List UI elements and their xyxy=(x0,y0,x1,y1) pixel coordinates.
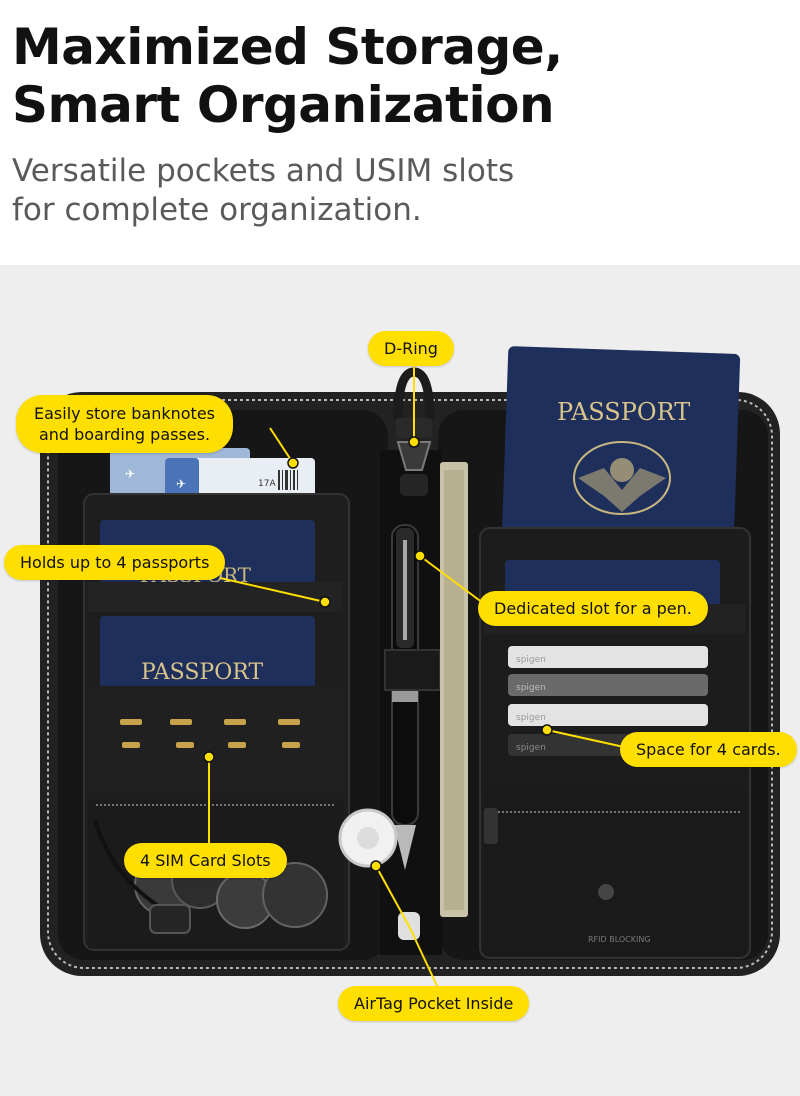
passport-lower-left xyxy=(100,616,315,688)
callout-banknotes-line-1: Easily store banknotes xyxy=(34,404,215,423)
rfid-label: RFID BLOCKING xyxy=(588,935,651,944)
headline-title-line-2: Smart Organization xyxy=(12,76,555,134)
pen-band xyxy=(392,690,418,702)
rfid-zip-pocket xyxy=(484,790,746,955)
sim-slot-panel xyxy=(88,686,343,791)
product-photo: ✈ ✈ 17A PASSPORT PASSPORT xyxy=(0,265,800,1096)
sim-card-slots xyxy=(120,719,300,748)
zipper-track xyxy=(47,399,773,969)
boarding-pass-front xyxy=(165,458,315,500)
barcode xyxy=(278,470,298,490)
passport-right-standing xyxy=(501,346,741,546)
callout-cards: Space for 4 cards. xyxy=(620,732,797,767)
plane-icon-front: ✈ xyxy=(176,477,186,491)
headline-title: Maximized Storage,Smart Organization xyxy=(12,18,792,134)
passport-lower-left-text: PASSPORT xyxy=(141,660,263,685)
callout-leader-lines xyxy=(208,362,625,989)
travel-wallet-illustration: ✈ ✈ 17A PASSPORT PASSPORT xyxy=(40,346,780,989)
svg-text:spigen: spigen xyxy=(516,655,546,665)
callout-d-ring: D-Ring xyxy=(368,331,454,366)
headline-subtitle-line-1: Versatile pockets and USIM slots xyxy=(12,153,515,189)
callout-banknotes: Easily store banknotes and boarding passe… xyxy=(16,395,233,453)
svg-text:spigen: spigen xyxy=(516,683,546,693)
rfid-zipper-pull xyxy=(484,808,498,844)
airtag-logo xyxy=(357,827,379,849)
spigen-logo-icon xyxy=(598,884,614,900)
passport-eagle-emblem-icon xyxy=(573,441,671,515)
zipper-pull xyxy=(149,904,191,934)
plane-icon: ✈ xyxy=(125,467,135,481)
ticket-code: 17A xyxy=(258,479,276,489)
zipper-pull-cord xyxy=(93,819,192,932)
callout-pen-slot: Dedicated slot for a pen. xyxy=(478,591,708,626)
pen-clip xyxy=(403,540,407,640)
headline-title-line-1: Maximized Storage, xyxy=(12,18,563,76)
banknotes-inner xyxy=(444,470,464,910)
svg-text:spigen: spigen xyxy=(516,743,546,753)
callout-airtag: AirTag Pocket Inside xyxy=(338,986,530,1021)
boarding-pass-stub xyxy=(165,458,199,500)
pen-elastic-loop xyxy=(384,649,441,691)
svg-text:spigen: spigen xyxy=(516,713,546,723)
callout-sim-slots: 4 SIM Card Slots xyxy=(124,843,287,878)
headline-subtitle-line-2: for complete organization. xyxy=(12,192,422,228)
pen-tip xyxy=(394,825,416,870)
callout-banknotes-line-2: and boarding passes. xyxy=(38,425,211,444)
callout-passports: Holds up to 4 passports xyxy=(4,545,226,580)
passport-right-text: PASSPORT xyxy=(557,398,690,426)
callout-dots xyxy=(203,436,553,872)
d-ring-tab xyxy=(400,474,428,496)
